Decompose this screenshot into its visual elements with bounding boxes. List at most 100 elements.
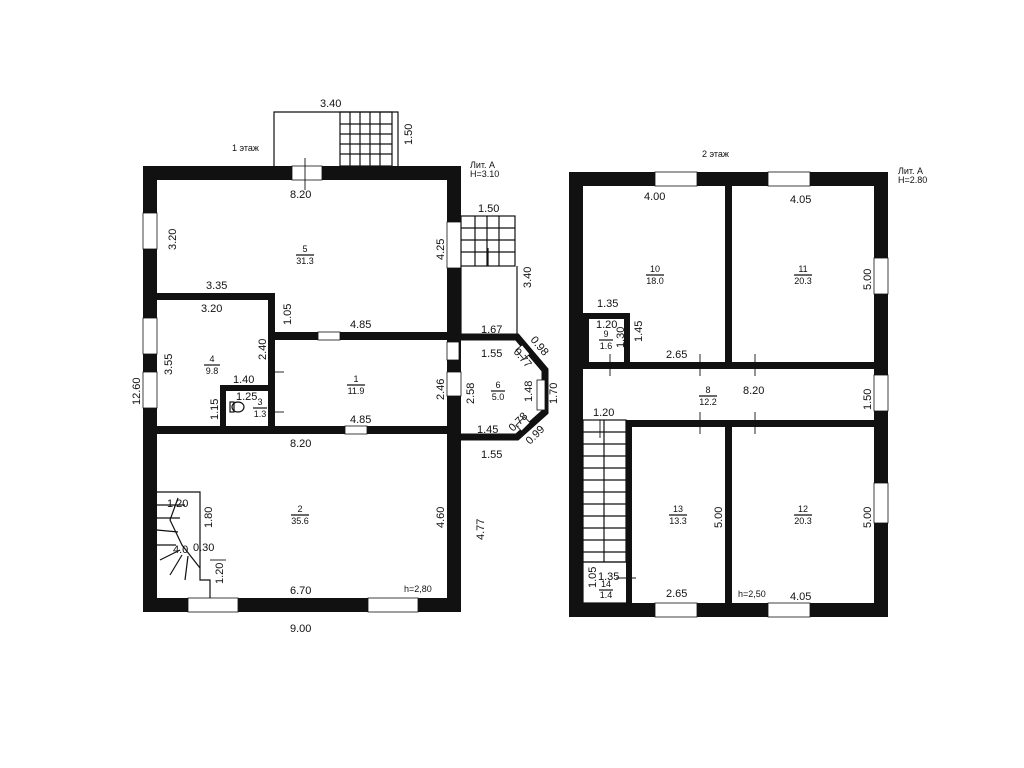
- f1-wall-h2: [275, 332, 447, 340]
- f2-wc-top: [583, 313, 628, 319]
- f1-wc-wall-left: [220, 385, 226, 426]
- svg-text:1.6: 1.6: [600, 341, 613, 351]
- f1-top-stair: [273, 111, 399, 167]
- f1-window-mid-2: [344, 425, 368, 435]
- svg-text:13: 13: [673, 504, 683, 514]
- floor-1: 1 этаж Лит. А Н=3.10 h=2,80 5 31.3 4 9.8…: [131, 98, 560, 635]
- svg-text:11: 11: [798, 264, 807, 274]
- f1-ceiling-note: h=2,80: [404, 584, 432, 594]
- svg-text:6: 6: [495, 380, 500, 390]
- f2-dim: 1.30: [615, 327, 627, 348]
- f1-height: Н=3.10: [470, 169, 499, 179]
- f1-dim: 4.0: [173, 544, 188, 556]
- svg-text:35.6: 35.6: [291, 516, 309, 526]
- f1-room-3: 3 1.3: [253, 397, 267, 419]
- f1-window-left-3: [142, 371, 158, 409]
- f1-window-mid-1: [317, 331, 341, 341]
- f2-wc-left: [583, 313, 589, 362]
- f1-dim: 0.30: [193, 542, 214, 554]
- f1-wall-h3: [157, 426, 447, 434]
- f2-room-13: 13 13.3: [669, 504, 687, 526]
- svg-text:1: 1: [353, 374, 358, 384]
- f2-wall-h-mid-top: [583, 362, 874, 369]
- f1-window-top: [291, 165, 323, 181]
- f1-room-6: 6 5.0: [491, 380, 505, 402]
- f2-wall-v-top: [725, 186, 732, 364]
- f2-dim: 5.00: [862, 269, 874, 290]
- f2-room-9: 9 1.6: [599, 329, 613, 351]
- f2-dim: 2.65: [666, 588, 687, 600]
- f1-bay: [446, 333, 549, 441]
- f1-dim: 8.20: [290, 189, 311, 201]
- svg-text:1.4: 1.4: [600, 590, 613, 600]
- f1-dim: 1.55: [481, 348, 502, 360]
- svg-text:9.8: 9.8: [206, 366, 219, 376]
- f1-dim: 1.45: [477, 424, 498, 436]
- f1-dim: 12.60: [131, 377, 143, 405]
- floor-2: 2 этаж Лит. А Н=2.80 h=2,50 10 18.0 11 2…: [569, 149, 927, 618]
- f2-room-14: 14 1.4: [599, 579, 613, 600]
- f2-wall-stair: [626, 420, 632, 603]
- svg-text:11.9: 11.9: [348, 386, 365, 396]
- f1-dim: 1.05: [282, 304, 294, 325]
- f1-dim: 4.60: [435, 507, 447, 528]
- f1-dim: 4.85: [350, 319, 371, 331]
- f2-ceiling-note: h=2,50: [738, 589, 766, 599]
- f1-dim: 2.58: [465, 383, 477, 404]
- f1-dim: 1.70: [548, 383, 560, 404]
- f2-dim: 1.05: [587, 567, 599, 588]
- f1-dim: 1.67: [481, 324, 502, 336]
- f1-dim: 1.50: [478, 203, 499, 215]
- f1-dim: 3.40: [522, 267, 534, 288]
- f1-window-left-1: [142, 212, 158, 250]
- f1-dim: 6.70: [290, 585, 311, 597]
- svg-text:31.3: 31.3: [296, 256, 314, 266]
- f2-stair: [582, 419, 630, 604]
- f1-dim: 8.20: [290, 438, 311, 450]
- f2-window-top-2: [767, 171, 811, 187]
- f2-dim: 1.45: [633, 321, 645, 342]
- f1-room-2: 2 35.6: [291, 504, 309, 526]
- svg-text:12.2: 12.2: [699, 397, 717, 407]
- svg-text:5: 5: [302, 244, 307, 254]
- svg-text:4: 4: [209, 354, 214, 364]
- f1-wall-v1: [268, 293, 275, 433]
- f2-wall-bottom: [569, 603, 888, 617]
- f1-window-right-1: [446, 221, 462, 269]
- svg-text:20.3: 20.3: [794, 276, 812, 286]
- svg-text:1.3: 1.3: [254, 409, 267, 419]
- f2-room-10: 10 18.0: [646, 264, 664, 286]
- f1-dim: 1.50: [403, 124, 415, 145]
- svg-text:5.0: 5.0: [492, 392, 505, 402]
- f2-window-right-3: [873, 482, 889, 524]
- f2-dim: 1.35: [598, 571, 619, 583]
- f1-lit: Лит. А: [470, 160, 495, 170]
- f2-dim: 1.20: [593, 407, 614, 419]
- svg-text:13.3: 13.3: [669, 516, 687, 526]
- f2-height: Н=2.80: [898, 175, 927, 185]
- f1-room-5: 5 31.3: [296, 244, 314, 266]
- f2-window-bottom-2: [767, 602, 811, 618]
- svg-text:3: 3: [257, 397, 262, 407]
- svg-text:8: 8: [705, 385, 710, 395]
- f1-dim: 2.46: [435, 379, 447, 400]
- f2-dim: 1.50: [862, 389, 874, 410]
- f1-window-left-2: [142, 317, 158, 355]
- svg-text:14: 14: [601, 579, 611, 589]
- f2-dim: 5.00: [862, 507, 874, 528]
- f1-dim: 1.55: [481, 449, 502, 461]
- f2-window-right-1: [873, 257, 889, 295]
- f1-dim: 3.20: [201, 303, 222, 315]
- f2-dim: 4.00: [644, 191, 665, 203]
- f1-window-right-2: [446, 371, 462, 397]
- f2-wall-v-bottom: [725, 420, 732, 603]
- svg-text:9: 9: [603, 329, 608, 339]
- f1-room-1: 1 11.9: [347, 374, 365, 396]
- f2-dim: 1.35: [597, 298, 618, 310]
- f1-title: 1 этаж: [232, 143, 259, 153]
- f2-dim: 4.05: [790, 591, 811, 603]
- svg-text:2: 2: [297, 504, 302, 514]
- svg-text:12: 12: [798, 504, 808, 514]
- f2-dim: 2.65: [666, 349, 687, 361]
